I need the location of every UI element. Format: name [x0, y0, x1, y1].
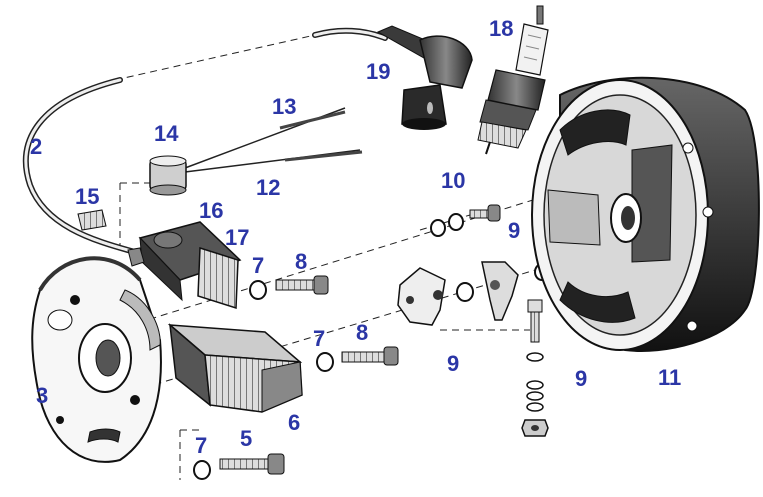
- callout-14: 14: [154, 121, 179, 146]
- ignition-coil: [167, 323, 303, 413]
- base-plate: [31, 256, 162, 463]
- callout-15: 15: [75, 184, 100, 209]
- spark-plug: [477, 5, 549, 155]
- callout-9-a: 9: [508, 218, 521, 243]
- felt-pad: [77, 209, 107, 231]
- callout-11: 11: [658, 365, 682, 390]
- spark-plug-cap: [376, 25, 473, 130]
- callout-16: 16: [199, 198, 224, 223]
- callout-5: 5: [240, 426, 253, 451]
- callout-13: 13: [272, 94, 297, 119]
- callout-9-b: 9: [447, 351, 460, 376]
- callout-9-c: 9: [575, 366, 588, 391]
- lighting-coil: [127, 221, 242, 310]
- flywheel: [531, 76, 760, 352]
- callout-17: 17: [225, 225, 250, 250]
- callout-7-b: 7: [313, 326, 326, 351]
- callout-8-b: 8: [356, 320, 369, 345]
- callout-6: 6: [288, 410, 301, 435]
- callout-3: 3: [36, 383, 49, 408]
- callout-10: 10: [441, 168, 466, 193]
- callout-12: 12: [256, 175, 281, 200]
- condenser: [149, 155, 187, 196]
- wires: [184, 107, 363, 173]
- callout-7-c: 7: [195, 433, 208, 458]
- ht-cable: [23, 27, 388, 255]
- callout-19: 19: [366, 59, 391, 84]
- callout-7-a: 7: [252, 253, 265, 278]
- contact-breaker: [397, 261, 519, 326]
- callout-18: 18: [489, 16, 514, 41]
- fasteners: [193, 204, 550, 480]
- callout-8-a: 8: [295, 249, 308, 274]
- callout-2: 2: [30, 134, 43, 159]
